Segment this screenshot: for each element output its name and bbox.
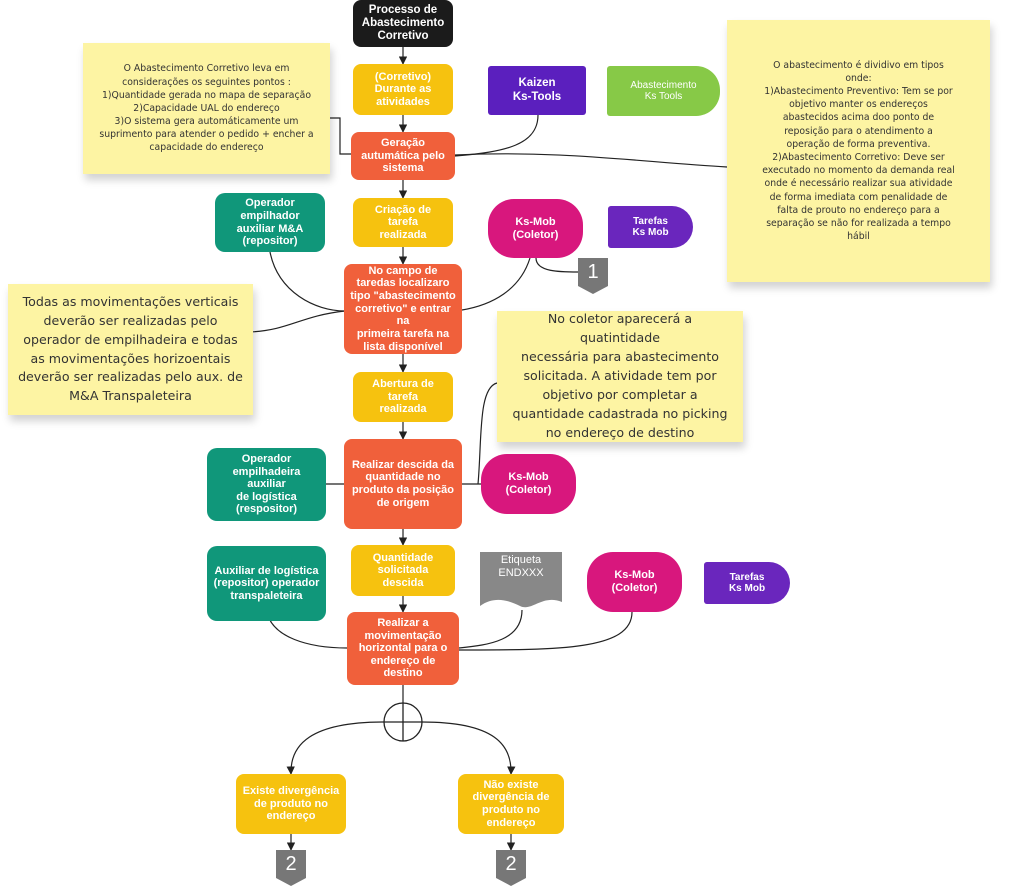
system-ks-mob-coletor-1: Ks-Mob (Coletor)	[488, 199, 583, 258]
offpage-shape-icon	[276, 850, 306, 886]
outcome-nao-existe-divergencia: Não existe divergência de produto no end…	[458, 774, 564, 834]
connector-merge-yes	[286, 721, 385, 775]
document-etiqueta-label: Etiqueta ENDXXX	[498, 554, 544, 580]
connector-ksmob1-step4	[461, 257, 531, 311]
step-corretivo-atividades: (Corretivo) Durante as atividades	[353, 64, 453, 115]
step-quantidade-descida: Quantidade solicitada descida	[351, 545, 455, 596]
offpage-connector-2b-label: 2	[505, 853, 517, 875]
offpage-shape-icon	[496, 850, 526, 886]
step-localizar-tarefa: No campo de taredas localizaro tipo "aba…	[344, 264, 462, 354]
system-tarefas-ks-mob-1: Tarefas Ks Mob	[608, 206, 693, 248]
system-tarefas-ks-mob-2: Tarefas Ks Mob	[704, 562, 790, 604]
offpage-connector-2a-label: 2	[285, 853, 297, 875]
process-start: Processo de Abastecimento Corretivo	[353, 0, 453, 47]
offpage-connector-2a: 2	[276, 850, 306, 886]
connector-note-step4	[249, 310, 346, 333]
connector-role1-step4	[269, 251, 346, 312]
role-operador-empilhadeira: Operador empilhadeira auxiliar de logíst…	[207, 448, 326, 521]
role-operador-empilhador: Operador empilhador auxiliar M&A (reposi…	[215, 193, 325, 252]
connector-step2-note	[454, 153, 728, 168]
offpage-connector-2b: 2	[496, 850, 526, 886]
note-movimentacoes: Todas as movimentações verticais deverão…	[8, 284, 253, 415]
connector-etiqueta-step8	[458, 609, 523, 649]
document-shape-icon	[480, 552, 562, 608]
step-geracao-sistema: Geração autumática pelo sistema	[351, 132, 455, 180]
step-abertura-tarefa: Abertura de tarefa realizada	[353, 372, 453, 422]
system-abastecimento-ks-tools: Abastecimento Ks Tools	[607, 66, 720, 116]
outcome-existe-divergencia: Existe divergência de produto no endereç…	[236, 774, 346, 834]
offpage-shape-icon	[578, 258, 608, 294]
system-ks-mob-coletor-2: Ks-Mob (Coletor)	[481, 454, 576, 514]
system-kaizen-ks-tools: Kaizen Ks-Tools	[488, 66, 586, 115]
offpage-connector-1: 1	[578, 258, 608, 294]
connector-ksmob1-badge1	[535, 257, 579, 273]
offpage-connector-1-label: 1	[587, 261, 599, 283]
note-tipos-abastecimento: O abastecimento é dividivo em tipos onde…	[727, 20, 990, 282]
step-criacao-tarefa: Criação de tarefa realizada	[353, 198, 453, 247]
system-ks-mob-coletor-3: Ks-Mob (Coletor)	[587, 552, 682, 612]
note-coletor: No coletor aparecerá a quatintidade nece…	[497, 311, 743, 442]
note-abastecimento-corretivo: O Abastecimento Corretivo leva em consid…	[83, 43, 330, 174]
connector-note-step6	[477, 382, 498, 485]
document-etiqueta: Etiqueta ENDXXX	[480, 552, 562, 610]
role-auxiliar-transpaleteira: Auxiliar de logística (repositor) operad…	[207, 546, 326, 621]
connector-ksmob3-step8	[458, 611, 633, 651]
step-realizar-descida: Realizar descida da quantidade no produt…	[344, 439, 462, 529]
merge-symbol	[383, 702, 423, 742]
step-movimentacao-horizontal: Realizar a movimentação horizontal para …	[347, 612, 459, 685]
connector-note-step2	[330, 117, 354, 155]
connector-merge-no	[421, 721, 516, 775]
connector-kaizen-step2	[454, 114, 539, 157]
